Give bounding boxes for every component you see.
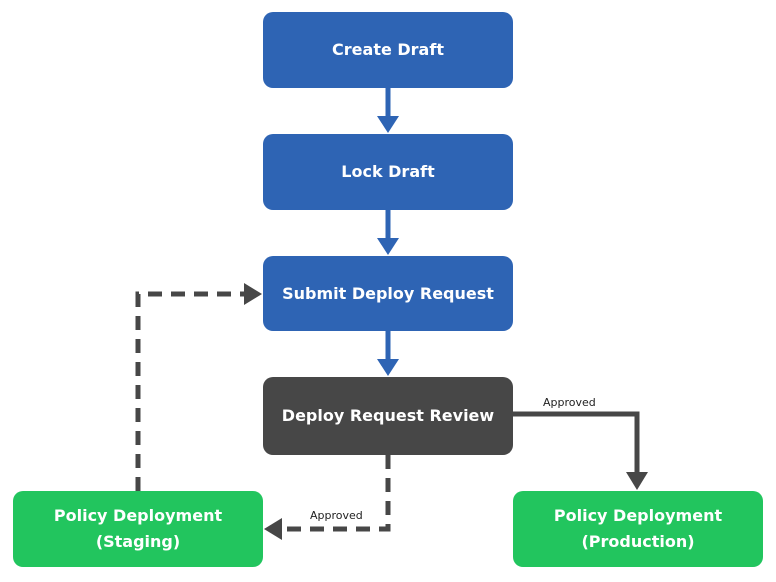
staging-label-line1: Policy Deployment	[53, 506, 223, 525]
lock-draft-label: Lock Draft	[341, 162, 435, 181]
arrow-staging-to-submit	[135, 283, 262, 491]
deploy-request-review-label: Deploy Request Review	[281, 406, 495, 425]
arrow-lock-to-submit	[377, 210, 399, 255]
submit-deploy-request-node: Submit Deploy Request	[263, 256, 513, 331]
production-label-line1: Policy Deployment	[553, 506, 723, 525]
arrow-review-to-staging	[264, 455, 391, 540]
approved-production-label: Approved	[543, 396, 596, 409]
arrow-create-to-lock	[377, 88, 399, 133]
create-draft-node: Create Draft	[263, 12, 513, 88]
arrow-submit-to-review	[377, 331, 399, 376]
approved-staging-label: Approved	[310, 509, 363, 522]
policy-deployment-staging-node: Policy Deployment (Staging)	[13, 491, 263, 567]
arrow-review-to-production	[513, 411, 648, 490]
submit-deploy-request-label: Submit Deploy Request	[282, 283, 494, 303]
production-label-line2: (Production)	[581, 532, 695, 551]
lock-draft-node: Lock Draft	[263, 134, 513, 210]
staging-label-line2: (Staging)	[95, 532, 181, 551]
policy-deployment-production-node: Policy Deployment (Production)	[513, 491, 763, 567]
create-draft-label: Create Draft	[332, 40, 444, 59]
deploy-request-review-node: Deploy Request Review	[263, 377, 513, 455]
